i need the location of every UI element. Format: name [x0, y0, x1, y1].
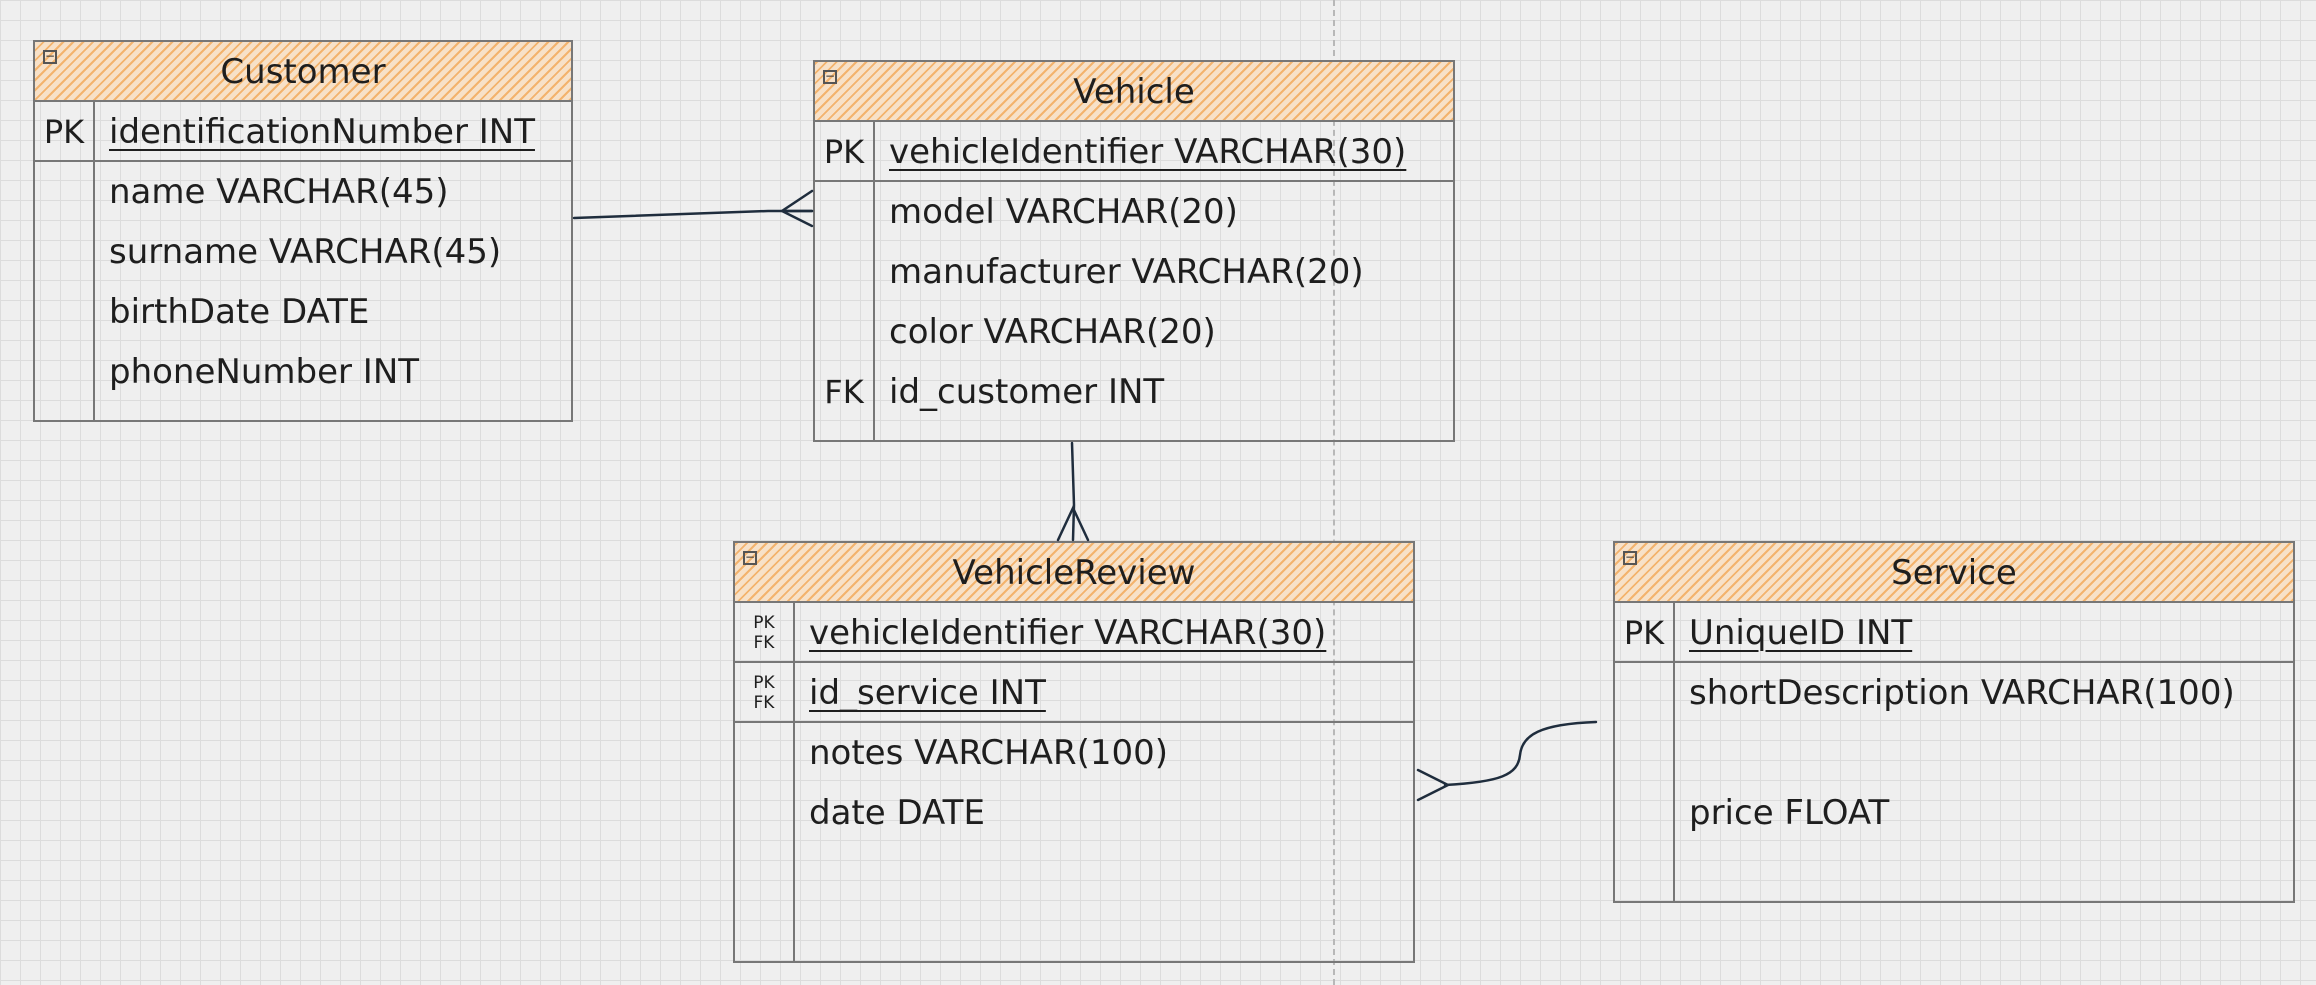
fk-label: FK	[753, 693, 775, 713]
table-row[interactable]: phoneNumber INT	[35, 342, 571, 402]
table-row[interactable]: birthDate DATE	[35, 282, 571, 342]
pk-label: PK	[753, 613, 775, 633]
collapse-icon[interactable]: −	[43, 49, 57, 64]
table-row[interactable]: FK id_customer INT	[815, 362, 1453, 422]
field-label: notes VARCHAR(100)	[809, 733, 1169, 773]
entity-title: Service	[1891, 553, 2017, 593]
field-label: manufacturer VARCHAR(20)	[889, 252, 1364, 292]
key-label: PK FK	[735, 663, 793, 723]
table-row[interactable]: PK FK id_service INT	[735, 663, 1413, 723]
collapse-icon[interactable]: −	[1623, 550, 1637, 565]
crows-foot-icon	[779, 189, 814, 228]
field-label: surname VARCHAR(45)	[109, 232, 502, 272]
key-label: PK	[1623, 614, 1665, 652]
table-row[interactable]: surname VARCHAR(45)	[35, 222, 571, 282]
fk-label: FK	[753, 633, 775, 653]
table-row[interactable]: manufacturer VARCHAR(20)	[815, 242, 1453, 302]
table-row[interactable]: PK vehicleIdentifier VARCHAR(30)	[815, 122, 1453, 182]
entity-title: Vehicle	[1073, 72, 1195, 112]
field-label: vehicleIdentifier VARCHAR(30)	[889, 132, 1407, 172]
field-label: UniqueID INT	[1689, 613, 1913, 653]
collapse-icon[interactable]: −	[743, 550, 757, 565]
connector-service-review[interactable]	[1416, 720, 1598, 802]
field-label: date DATE	[809, 793, 985, 833]
key-label: PK FK	[735, 603, 793, 663]
field-label: identificationNumber INT	[109, 112, 535, 152]
field-label: color VARCHAR(20)	[889, 312, 1216, 352]
table-row[interactable]: notes VARCHAR(100)	[735, 723, 1413, 783]
field-label: phoneNumber INT	[109, 352, 420, 392]
field-label: id_service INT	[809, 673, 1046, 713]
table-row[interactable]: price FLOAT	[1615, 783, 2293, 843]
collapse-icon[interactable]: −	[823, 69, 837, 84]
field-label: price FLOAT	[1689, 793, 1890, 833]
field-label: model VARCHAR(20)	[889, 192, 1238, 232]
entity-vehicle[interactable]: − Vehicle PK vehicleIdentifier VARCHAR(3…	[813, 60, 1455, 442]
connector-line[interactable]	[1443, 720, 1598, 787]
entity-header[interactable]: − Vehicle	[815, 62, 1453, 122]
entity-header[interactable]: − VehicleReview	[735, 543, 1413, 603]
connector-customer-vehicle[interactable]	[572, 189, 814, 228]
table-row[interactable]: PK identificationNumber INT	[35, 102, 571, 162]
table-row[interactable]: model VARCHAR(20)	[815, 182, 1453, 242]
table-row[interactable]: PK FK vehicleIdentifier VARCHAR(30)	[735, 603, 1413, 663]
entity-title: Customer	[220, 52, 386, 92]
key-label: FK	[824, 373, 864, 411]
entity-header[interactable]: − Service	[1615, 543, 2293, 603]
field-label: birthDate DATE	[109, 292, 370, 332]
key-label: PK	[823, 133, 865, 171]
field-label: id_customer INT	[889, 372, 1165, 412]
key-label: PK	[43, 113, 85, 151]
key-column-divider	[873, 122, 875, 440]
entity-service[interactable]: − Service PK UniqueID INT shortDescripti…	[1613, 541, 2295, 903]
key-column-divider	[793, 603, 795, 961]
connector-line[interactable]	[572, 209, 814, 220]
crows-foot-icon	[1416, 768, 1451, 802]
entity-header[interactable]: − Customer	[35, 42, 571, 102]
field-label: name VARCHAR(45)	[109, 172, 449, 212]
entity-customer[interactable]: − Customer PK identificationNumber INT n…	[33, 40, 573, 422]
pk-label: PK	[753, 673, 775, 693]
page-break-line	[1333, 0, 1335, 985]
table-row[interactable]: date DATE	[735, 783, 1413, 843]
table-row[interactable]: PK UniqueID INT	[1615, 603, 2293, 663]
entity-title: VehicleReview	[952, 553, 1196, 593]
connector-vehicle-review[interactable]	[1056, 441, 1090, 542]
key-column-divider	[1673, 603, 1675, 901]
table-row[interactable]: name VARCHAR(45)	[35, 162, 571, 222]
connector-line[interactable]	[1070, 441, 1076, 542]
table-row[interactable]: color VARCHAR(20)	[815, 302, 1453, 362]
entity-vehicle-review[interactable]: − VehicleReview PK FK vehicleIdentifier …	[733, 541, 1415, 963]
field-label: shortDescription VARCHAR(100)	[1689, 673, 2235, 713]
crows-foot-icon	[1056, 505, 1090, 542]
table-row[interactable]: shortDescription VARCHAR(100)	[1615, 663, 2293, 723]
field-label: vehicleIdentifier VARCHAR(30)	[809, 613, 1327, 653]
key-column-divider	[93, 102, 95, 420]
